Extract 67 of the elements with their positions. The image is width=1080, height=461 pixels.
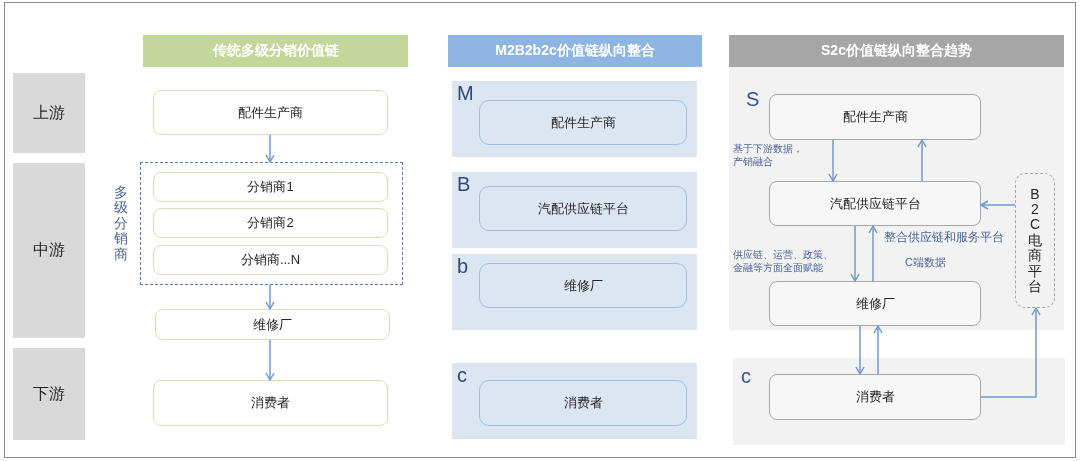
vertical-label: B2C电商平台 [1028, 186, 1042, 295]
process-box [153, 380, 388, 426]
stage-box [13, 348, 85, 440]
process-box [153, 172, 388, 202]
arrow [855, 325, 865, 375]
header-text: 传统多级分销价值链 [212, 42, 339, 60]
note-label: 整合供应链和服务平台 [884, 229, 1004, 246]
band-letter: M [457, 83, 474, 103]
arrow [265, 134, 275, 163]
layer-band [452, 172, 697, 248]
dashed-box [1015, 173, 1055, 308]
arrow [265, 339, 275, 381]
box-label: 配件生产商 [238, 103, 303, 122]
process-box [769, 94, 981, 140]
arrow [850, 225, 860, 282]
layer-band [733, 358, 1065, 445]
stage-label: 下游 [33, 383, 65, 404]
stage-label: 中游 [33, 240, 65, 260]
box-label: 消费者 [251, 394, 290, 412]
process-box [153, 208, 388, 238]
layer-band [452, 81, 697, 157]
process-box [153, 90, 388, 135]
stage-label: 上游 [33, 102, 65, 123]
header-text: S2c价值链纵向整合趋势 [821, 42, 972, 60]
column-header [448, 35, 702, 67]
process-box [479, 263, 687, 308]
band-letter: B [457, 174, 471, 194]
box-label: 配件生产商 [842, 108, 908, 126]
arrow [873, 325, 883, 375]
header-text: M2B2b2c价值链纵向整合 [495, 42, 655, 60]
arrow [265, 284, 275, 310]
group-label: 多级分销商 [114, 185, 128, 262]
process-box [769, 181, 981, 226]
box-label: 维修厂 [563, 276, 603, 295]
box-label: 分销商1 [247, 178, 294, 196]
band-letter: S [746, 89, 760, 109]
band-letter: b [457, 256, 469, 276]
layer-band [729, 67, 1064, 330]
box-label: 汽配供应链平台 [537, 199, 629, 218]
box-label: 维修厂 [253, 315, 292, 334]
box-label: 消费者 [563, 394, 603, 412]
arrow [980, 200, 1016, 210]
arrow [868, 225, 878, 282]
process-box [479, 380, 687, 426]
layer-band [452, 254, 697, 330]
process-box [479, 186, 687, 231]
arrow [828, 139, 838, 182]
layer-band [452, 363, 697, 439]
process-box [153, 245, 388, 275]
stage-box [13, 163, 85, 338]
box-label: 消费者 [855, 388, 895, 406]
process-box [769, 374, 981, 420]
box-label: 分销商...N [240, 251, 301, 269]
process-box [479, 100, 687, 145]
arrow [917, 139, 927, 182]
process-box [769, 281, 981, 326]
box-label: 分销商2 [247, 214, 294, 232]
box-label: 汽配供应链平台 [829, 194, 921, 213]
process-box [155, 309, 390, 340]
stage-box [13, 73, 85, 153]
box-label: 配件生产商 [550, 113, 616, 132]
band-letter: c [741, 366, 751, 386]
column-header [143, 35, 408, 67]
arrow [980, 307, 1041, 398]
box-label: 维修厂 [855, 294, 895, 313]
band-letter: c [457, 365, 467, 385]
column-header [729, 35, 1064, 67]
